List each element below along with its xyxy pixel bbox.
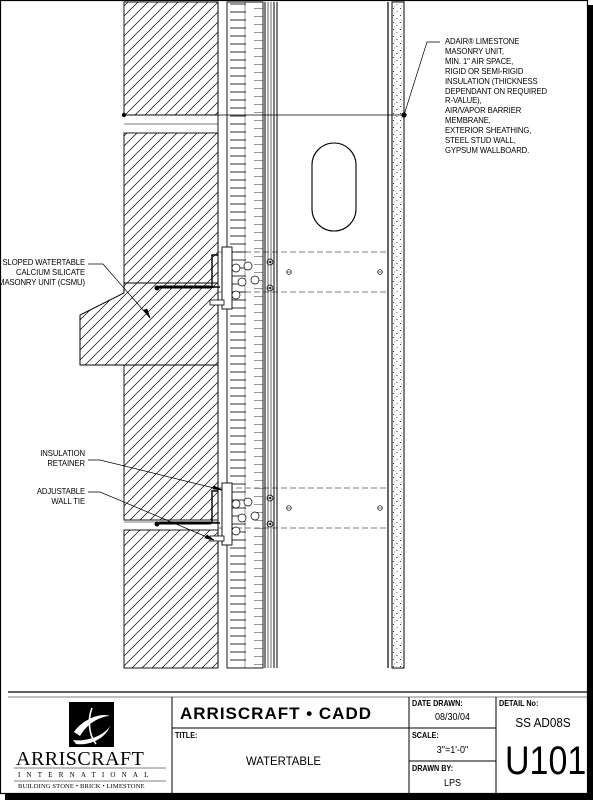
scale-value: 3"=1'-0" <box>436 745 469 756</box>
assembly-note-line: MASONRY UNIT, <box>445 45 504 56</box>
watertable-note-line: SLOPED WATERTABLE <box>2 257 86 267</box>
drawn-by-label: DRAWN BY: <box>412 764 454 773</box>
date-drawn-label: DATE DRAWN: <box>412 699 463 708</box>
watertable-note-line: MASONRY UNIT (CSMU) <box>0 276 86 287</box>
logo-subtitle: INTERNATIONAL <box>18 771 155 779</box>
gypsum-wallboard <box>391 1 405 669</box>
logo-tagline: BUILDING STONE • BRICK • LIMESTONE <box>18 783 145 790</box>
wall-tie-note-line: WALL TIE <box>51 495 85 506</box>
watertable-unit <box>79 282 219 366</box>
company-title: ARRISCRAFT • CADD <box>180 704 372 723</box>
arriscraft-logo-emblem <box>69 702 114 747</box>
rigid-insulation <box>226 1 264 669</box>
assembly-note-line: STEEL STUD WALL, <box>445 135 516 146</box>
insulation-retainer-note-line: INSULATION <box>40 448 85 458</box>
tie-assembly-lower <box>154 482 388 546</box>
assembly-note-line: MEMBRANE, <box>445 115 491 126</box>
sheet-shadow-right <box>588 5 593 800</box>
stud-knockout <box>311 142 357 232</box>
insulation-retainer-note-line: RETAINER <box>47 457 85 468</box>
assembly-note-line: MIN. 1" AIR SPACE, <box>445 55 514 66</box>
detail-number: U101 <box>505 739 587 783</box>
tie-assembly-upper <box>154 246 388 310</box>
steel-stud <box>311 2 393 668</box>
sheet-shadow-bottom <box>5 794 593 800</box>
assembly-note-line: DEPENDANT ON REQUIRED <box>445 85 547 96</box>
title-label: TITLE: <box>175 731 198 740</box>
scale-label: SCALE: <box>412 731 439 740</box>
assembly-note-line: ADAIR® LIMESTONE <box>445 36 520 46</box>
assembly-note-line: R-VALUE), <box>445 95 482 106</box>
drawing-title: WATERTABLE <box>245 754 321 768</box>
date-drawn-value: 08/30/04 <box>434 712 471 723</box>
title-block-frame <box>8 691 588 794</box>
wall-tie-note-line: ADJUSTABLE <box>36 486 85 496</box>
assembly-note-line: GYPSUM WALLBOARD. <box>445 144 530 155</box>
assembly-note-line: INSULATION (THICKNESS <box>445 75 538 86</box>
leader-lines <box>88 41 440 541</box>
assembly-note-line: EXTERIOR SHEATHING, <box>445 125 532 136</box>
sheathing-layers <box>264 2 278 668</box>
drawn-by-value: LPS <box>443 778 462 789</box>
assembly-note-line: RIGID OR SEMI-RIGID <box>445 65 524 76</box>
detail-number-label: DETAIL No: <box>499 699 539 708</box>
detail-code: SS AD08S <box>515 715 571 730</box>
logo-name: ARRISCRAFT <box>16 748 145 770</box>
limestone-masonry <box>123 1 219 669</box>
assembly-note-line: AIR/VAPOR BARRIER <box>445 105 522 116</box>
watertable-note-line: CALCIUM SILICATE <box>15 266 85 277</box>
